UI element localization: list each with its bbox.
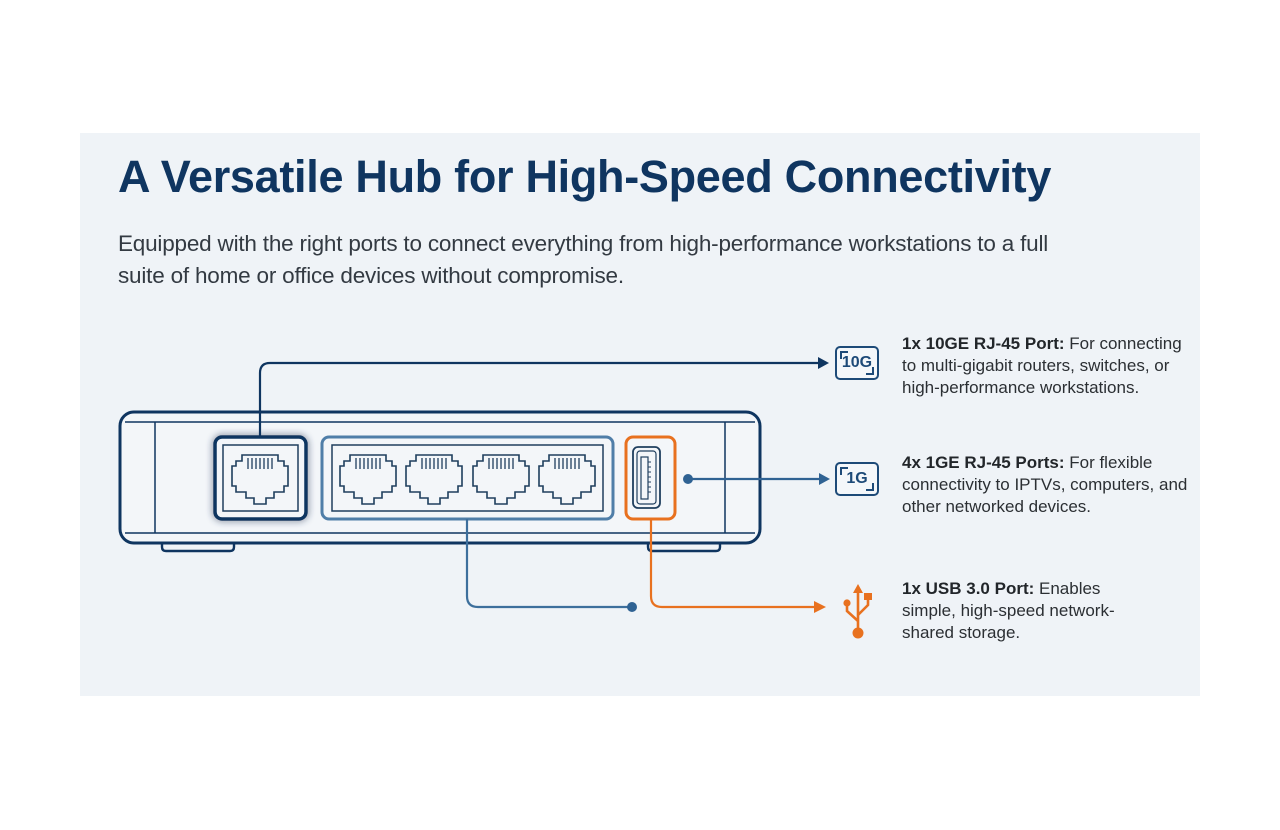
feature-1ge: 4x 1GE RJ-45 Ports: For flexible connect… <box>902 452 1192 518</box>
feature-usb: 1x USB 3.0 Port: Enables simple, high-sp… <box>902 578 1132 644</box>
page-subtitle: Equipped with the right ports to connect… <box>118 231 1049 288</box>
connector-10ge <box>258 357 829 437</box>
router-diagram <box>118 357 872 639</box>
10g-badge-icon: 10G <box>835 346 879 380</box>
10ge-port <box>213 435 308 521</box>
device-feet <box>160 541 722 553</box>
feature-10ge: 1x 10GE RJ-45 Port: For connecting to mu… <box>902 333 1192 399</box>
feature-usb-description: Enables simple, high-speed network-share… <box>902 579 1115 642</box>
usb-port <box>624 435 677 521</box>
feature-10ge-label: 1x 10GE RJ-45 Port: <box>902 334 1065 353</box>
feature-1ge-description: For flexible connectivity to IPTVs, comp… <box>902 453 1188 516</box>
connector-1ge <box>465 473 830 612</box>
connector-usb <box>649 519 826 613</box>
1ge-ports-group <box>320 435 615 521</box>
feature-10ge-description: For connecting to multi-gigabit routers,… <box>902 334 1182 397</box>
feature-1ge-label: 4x 1GE RJ-45 Ports: <box>902 453 1065 472</box>
usb-icon <box>843 584 872 639</box>
feature-usb-label: 1x USB 3.0 Port: <box>902 579 1035 598</box>
infographic-panel: A Versatile Hub for High-Speed Connectiv… <box>80 133 1200 696</box>
1g-badge-icon: 1G <box>835 462 879 496</box>
page-title: A Versatile Hub for High-Speed Connectiv… <box>118 151 1052 202</box>
